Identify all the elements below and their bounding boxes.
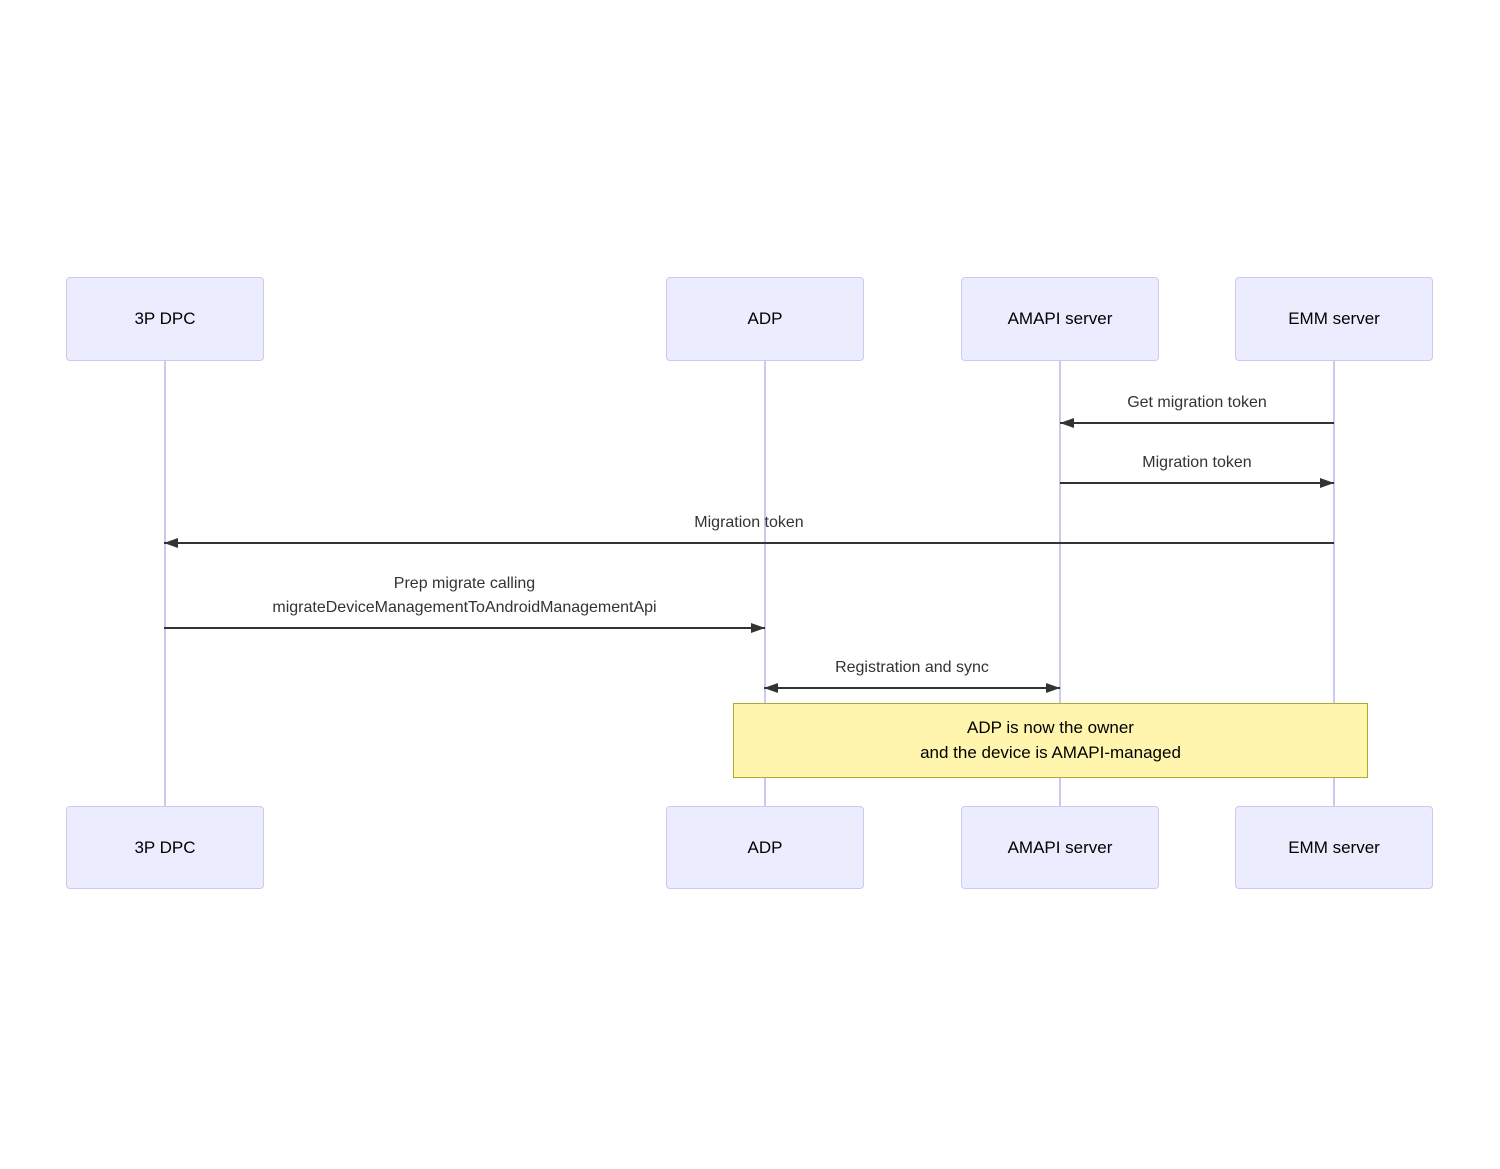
actor-label: AMAPI server <box>1007 837 1113 857</box>
lifeline-3p-dpc <box>164 361 166 806</box>
message-label: Prep migrate calling migrateDeviceManage… <box>272 575 657 616</box>
message-label: Migration token <box>1142 454 1252 471</box>
arrowhead-left-icon <box>1060 418 1074 428</box>
actor-bottom-3p-dpc: 3P DPC <box>66 806 264 889</box>
message-label: Migration token <box>694 514 804 531</box>
lifeline-adp <box>764 361 766 806</box>
arrowhead-left-icon <box>764 683 778 693</box>
actor-label: ADP <box>747 309 783 328</box>
actor-label: 3P DPC <box>134 837 196 857</box>
arrowhead-right-icon <box>1320 478 1334 488</box>
arrowhead-left-icon <box>164 538 178 548</box>
message-label: Get migration token <box>1127 394 1267 411</box>
actor-label: EMM server <box>1288 837 1380 857</box>
actor-top-3p-dpc: 3P DPC <box>66 277 264 361</box>
arrowhead-right-icon <box>751 623 765 633</box>
actor-bottom-emm-server: EMM server <box>1235 806 1433 889</box>
actor-top-emm-server: EMM server <box>1235 277 1433 361</box>
message-arrow <box>1060 478 1334 488</box>
actor-bottom-adp: ADP <box>666 806 864 889</box>
actor-bottom-amapi-server: AMAPI server <box>961 806 1159 889</box>
message-arrow <box>1060 418 1334 428</box>
actor-label: EMM server <box>1288 309 1380 328</box>
message-arrow <box>164 538 1334 548</box>
note-adp-owner: ADP is now the owner and the device is A… <box>733 703 1368 778</box>
actor-label: ADP <box>747 837 783 857</box>
message-arrow <box>164 623 765 633</box>
actor-label: AMAPI server <box>1007 309 1113 328</box>
arrowhead-right-icon <box>1046 683 1060 693</box>
lifeline-emm-server <box>1333 361 1335 806</box>
lifeline-amapi-server <box>1059 361 1061 806</box>
actor-top-amapi-server: AMAPI server <box>961 277 1159 361</box>
message-arrow <box>764 683 1060 693</box>
message-label: Registration and sync <box>835 659 989 676</box>
actor-label: 3P DPC <box>134 309 196 328</box>
actor-top-adp: ADP <box>666 277 864 361</box>
